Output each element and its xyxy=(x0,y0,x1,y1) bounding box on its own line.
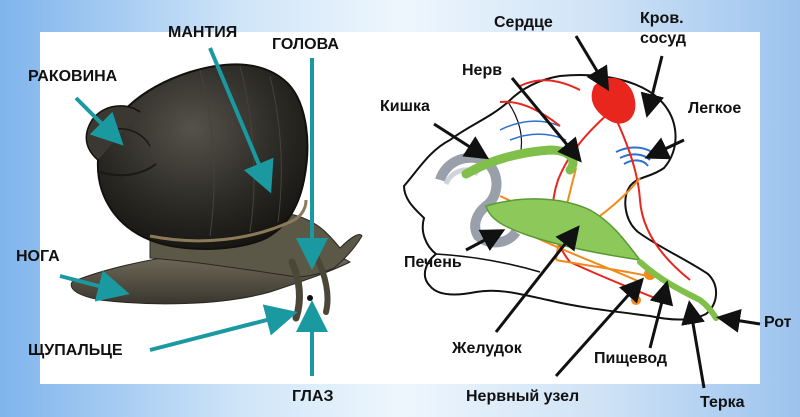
label-stomach: Желудок xyxy=(452,340,522,358)
label-lung: Легкое xyxy=(688,100,741,118)
label-eye: ГЛАЗ xyxy=(292,388,333,406)
pointer-mouth xyxy=(722,318,760,324)
anatomy-illustration xyxy=(404,75,716,320)
snail-shell xyxy=(98,64,307,249)
label-blood-vessel-1: Кров. xyxy=(640,10,684,28)
label-mouth: Рот xyxy=(764,314,791,332)
label-tentacle: ЩУПАЛЬЦЕ xyxy=(28,342,123,360)
label-liver: Печень xyxy=(404,254,462,272)
snail-tentacle-left xyxy=(292,262,299,318)
snail-eye xyxy=(307,295,313,301)
label-head: ГОЛОВА xyxy=(272,36,339,54)
label-foot: НОГА xyxy=(16,248,60,266)
label-nerve-ganglion: Нервный узел xyxy=(466,388,579,406)
label-intestine: Кишка xyxy=(380,98,430,116)
snail-illustration xyxy=(71,64,362,318)
label-mantle: МАНТИЯ xyxy=(168,24,237,42)
label-shell: РАКОВИНА xyxy=(28,68,117,86)
pointer-tentacle xyxy=(150,314,290,350)
label-blood-vessel-2: сосуд xyxy=(640,30,686,48)
label-nerve: Нерв xyxy=(462,62,502,80)
label-heart: Сердце xyxy=(494,14,553,32)
label-esophagus: Пищевод xyxy=(594,350,667,368)
label-radula: Терка xyxy=(700,394,745,412)
